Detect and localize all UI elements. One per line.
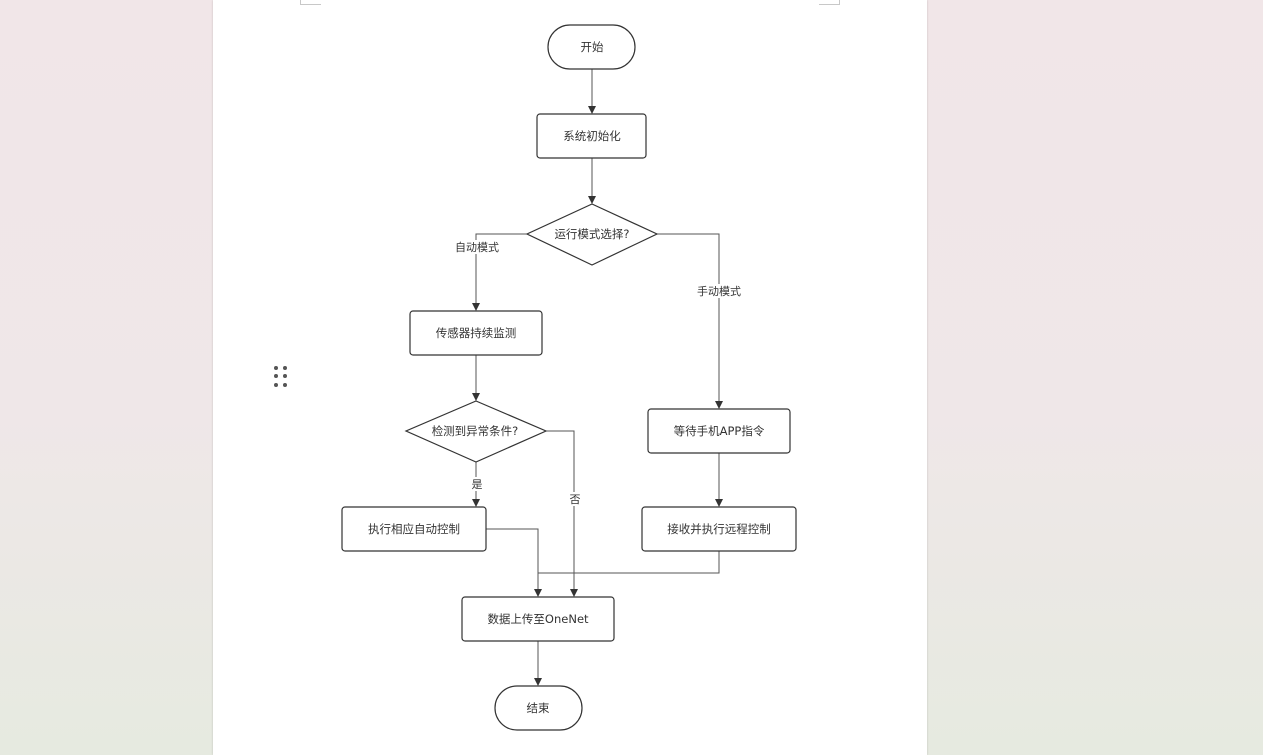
node-auto-control[interactable]: 执行相应自动控制 [341,506,487,552]
node-start-label: 开始 [581,40,604,54]
edge-label-auto-mode: 自动模式 [455,241,499,254]
edge-remote-to-upload [538,551,720,574]
node-upload-label: 数据上传至OneNet [487,612,589,626]
edge-labels: 自动模式 手动模式 是 否 [453,240,743,506]
node-upload[interactable]: 数据上传至OneNet [461,596,615,642]
node-auto-control-label: 执行相应自动控制 [368,522,460,536]
edge-mode-to-wait-app [657,233,723,409]
edge-label-yes: 是 [472,478,483,491]
page-corner-marker-right [819,0,840,5]
edge-label-manual-mode: 手动模式 [697,284,741,298]
node-sensor-monitor[interactable]: 传感器持续监测 [409,310,543,356]
flowchart-edges [472,69,723,686]
node-end[interactable]: 结束 [494,685,583,731]
node-abnormal-decision[interactable]: 检测到异常条件? [404,400,548,463]
node-end-label: 结束 [527,701,550,715]
node-remote-control[interactable]: 接收并执行远程控制 [641,506,797,552]
drag-handle-icon[interactable] [274,366,288,388]
node-wait-app-label: 等待手机APP指令 [674,424,765,438]
edge-auto-to-upload [486,528,542,597]
edge-mode-to-sensor [472,233,527,311]
edge-abnormal-no [546,430,578,597]
node-start[interactable]: 开始 [547,24,636,70]
node-remote-control-label: 接收并执行远程控制 [667,522,771,536]
node-mode-decision-label: 运行模式选择? [554,227,629,241]
node-mode-decision[interactable]: 运行模式选择? [525,203,659,266]
node-sensor-monitor-label: 传感器持续监测 [436,326,517,340]
node-wait-app[interactable]: 等待手机APP指令 [647,408,791,454]
node-init-label: 系统初始化 [563,129,621,143]
node-abnormal-decision-label: 检测到异常条件? [432,424,519,438]
edge-label-no: 否 [570,493,581,506]
page-corner-marker-left [300,0,321,5]
node-init[interactable]: 系统初始化 [536,113,647,159]
